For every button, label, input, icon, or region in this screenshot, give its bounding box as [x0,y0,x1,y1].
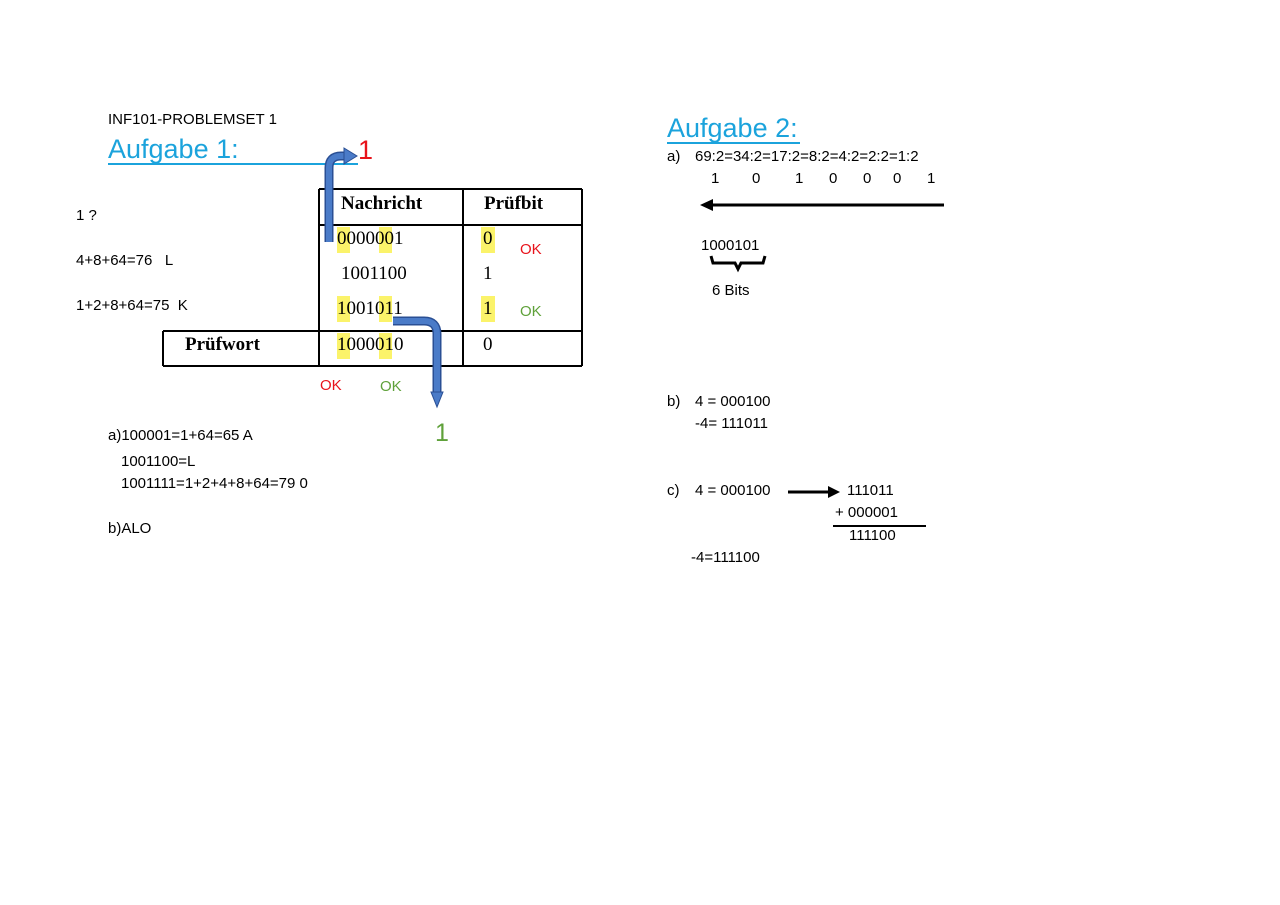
sum-result: 111100 [849,527,896,544]
highlight [379,296,392,322]
part-a-label: a) [667,148,681,165]
task2-title: Aufgabe 2: [667,113,798,143]
part-c-result: -4=111100 [691,549,760,566]
row-ok-mark: OK [520,303,542,320]
table-header-message: Nachricht [341,193,423,214]
remainder: 0 [829,170,838,187]
remainder: 1 [927,170,936,187]
check-word-label: Prüfwort [185,334,260,355]
column-ok-mark: OK [380,378,402,395]
highlight [379,227,392,253]
highlight [337,227,350,253]
note-3: 1+2+8+64=75 K [76,297,188,314]
column-ok-mark: OK [320,377,342,394]
highlight [337,333,350,359]
check-word-parity: 0 [483,334,493,355]
part-c-label: c) [667,482,680,499]
table-header-parity: Prüfbit [484,193,544,214]
highlight [481,296,495,322]
table-row-message: 0000001 [337,228,404,249]
remainder: 0 [752,170,761,187]
highlight [337,296,350,322]
answer-a-line: 1001111=1+2+4+8+64=79 0 [121,475,308,492]
arrow-right-icon [788,486,840,498]
answer-a-line: a)100001=1+64=65 A [108,427,253,444]
remainder: 1 [795,170,804,187]
sum-operand: 111011 [847,482,894,499]
binary-result: 1000101 [701,237,760,254]
part-b-line: -4= 111011 [695,415,768,432]
highlight [379,333,392,359]
remainder: 0 [893,170,902,187]
table-row-parity: 1 [483,298,493,319]
part-c-start: 4 = 000100 [695,482,771,499]
brace-label: 6 Bits [712,282,750,299]
table-row-message: 1001011 [337,298,403,319]
highlight [481,227,495,253]
answer-b: b)ALO [108,520,152,537]
arrow-left-icon [700,199,944,211]
part-b-label: b) [667,393,681,410]
arrow-down-icon [393,316,444,409]
check-word-message: 1000010 [337,334,404,355]
task2-title-underline [667,142,800,144]
table-row-parity: 0 [483,228,493,249]
table-row-parity: 1 [483,263,493,284]
row-ok-mark: OK [520,241,542,258]
note-1: 1 ? [76,207,97,224]
division-chain: 69:2=34:2=17:2=8:2=4:2=2:2=1:2 [695,148,919,165]
part-b-line: 4 = 000100 [695,393,771,410]
task1-title: Aufgabe 1: [108,134,239,164]
arrow-up-icon [324,147,358,242]
arrow-up-label: 1 [358,135,374,165]
arrow-down-label: 1 [435,419,449,447]
remainder: 0 [863,170,872,187]
brace-icon [709,255,767,273]
problemset-header: INF101-PROBLEMSET 1 [108,111,277,128]
remainder: 1 [711,170,720,187]
table-row-message: 1001100 [341,263,407,284]
sum-operand: + 000001 [835,504,898,521]
answer-a-line: 1001100=L [121,453,196,470]
task1-title-underline [108,163,358,165]
note-2: 4+8+64=76 L [76,252,174,269]
